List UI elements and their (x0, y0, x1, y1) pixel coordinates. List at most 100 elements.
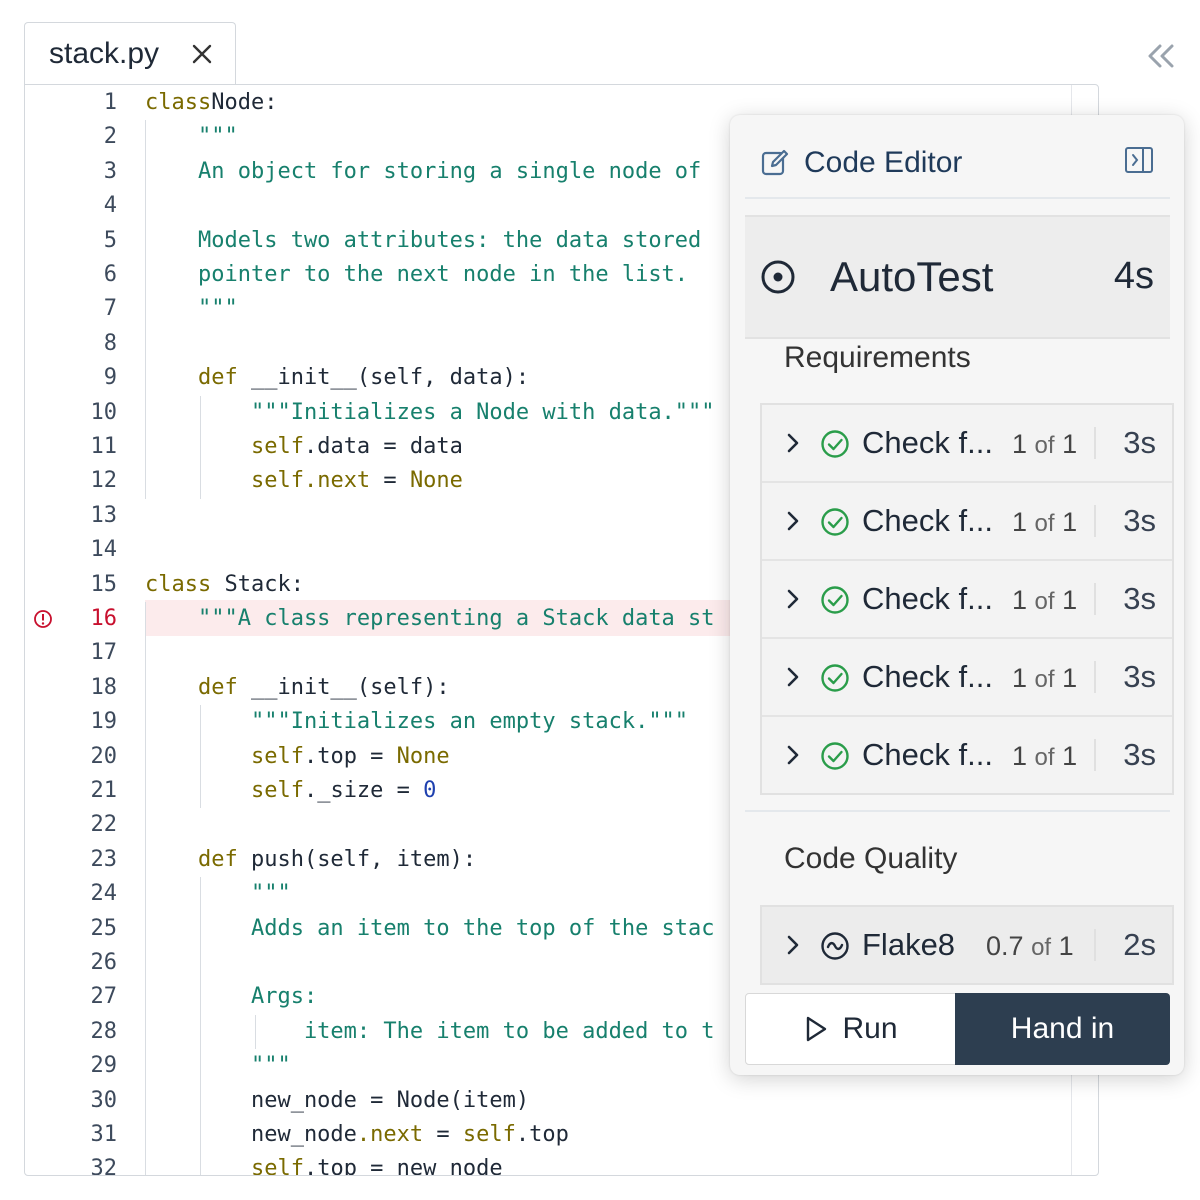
line-number: 10 (90, 399, 118, 425)
indent-guide (200, 877, 201, 1175)
score-value: 0.7 (986, 931, 1024, 961)
line-number: 22 (90, 812, 118, 838)
run-button[interactable]: Run (745, 993, 957, 1065)
requirement-score: 1 of 1 (1012, 429, 1077, 460)
line-number: 32 (90, 1156, 118, 1176)
check-circle-icon (821, 586, 849, 614)
code-line: """ (145, 881, 291, 907)
code-line: new_node = Node(item) (145, 1087, 530, 1113)
code-quality-row[interactable]: Flake8 0.7 of 1 2s (760, 905, 1174, 985)
chevron-right-icon (787, 935, 799, 955)
requirement-score: 1 of 1 (1012, 585, 1077, 616)
error-icon[interactable] (33, 609, 53, 629)
check-circle-icon (821, 508, 849, 536)
row-divider (1094, 739, 1096, 771)
code-line: """A class representing a Stack data st (145, 606, 715, 631)
code-line: self.data = data (145, 434, 463, 459)
code-editor-panel: Code Editor AutoTest 4s Requirements Che… (730, 115, 1184, 1075)
score-total: 1 (1062, 507, 1078, 537)
requirement-time: 3s (1123, 503, 1156, 538)
code-line: def __init__(self): (145, 674, 450, 700)
score-value: 1 (1012, 741, 1028, 771)
score-of: of (1031, 934, 1052, 961)
code-line: An object for storing a single node of (145, 158, 702, 184)
dock-panel-icon[interactable] (1124, 145, 1154, 175)
line-number: 11 (90, 434, 118, 459)
requirement-name: Check f... (862, 425, 993, 460)
indent-guide (145, 120, 146, 499)
row-divider (1094, 583, 1096, 615)
code-line: classNode: (145, 90, 278, 115)
line-number: 21 (90, 778, 118, 803)
line-number: 18 (90, 674, 118, 700)
line-number: 30 (90, 1087, 118, 1113)
play-icon (807, 1016, 827, 1042)
line-number: 27 (90, 984, 118, 1010)
check-circle-icon (821, 430, 849, 458)
row-divider (1094, 427, 1096, 459)
requirement-row[interactable]: Check f... 1 of 1 3s (762, 483, 1172, 561)
autotest-summary[interactable]: AutoTest 4s (745, 215, 1170, 339)
panel-header: Code Editor (760, 137, 962, 189)
requirement-name: Check f... (862, 737, 993, 772)
score-value: 1 (1012, 507, 1028, 537)
code-line: """ (145, 296, 238, 322)
line-number: 28 (90, 1018, 118, 1044)
chevron-right-icon (787, 589, 799, 609)
code-line: self.next = None (145, 468, 463, 494)
row-divider (1094, 929, 1096, 961)
row-divider (1094, 661, 1096, 693)
line-number: 6 (103, 262, 117, 287)
line-number: 20 (90, 743, 118, 769)
partial-score-icon (821, 932, 849, 960)
line-number: 3 (103, 158, 117, 184)
line-number: 9 (103, 365, 117, 391)
header-divider (745, 197, 1170, 199)
line-number: 26 (90, 950, 118, 975)
score-of: of (1034, 432, 1055, 459)
line-number: 25 (90, 915, 118, 941)
chevron-right-icon (787, 667, 799, 687)
code-line: self.top = new node (145, 1156, 503, 1176)
score-total: 1 (1062, 429, 1078, 459)
line-number: 4 (103, 193, 117, 219)
requirement-row[interactable]: Check f... 1 of 1 3s (762, 639, 1172, 717)
line-number: 7 (103, 296, 117, 322)
file-tab[interactable]: stack.py (24, 22, 236, 85)
line-number: 23 (90, 846, 118, 872)
close-icon[interactable] (185, 37, 219, 71)
line-number: 2 (103, 124, 117, 150)
code-line: Args: (145, 984, 318, 1010)
requirement-time: 3s (1123, 659, 1156, 694)
line-number: 19 (90, 709, 118, 735)
requirement-name: Check f... (862, 581, 993, 616)
requirement-score: 1 of 1 (1012, 507, 1077, 538)
autotest-time: 4s (1113, 255, 1154, 297)
line-number: 1 (103, 90, 117, 115)
code-line: Adds an item to the top of the stac (145, 915, 715, 941)
code-line: self.top = None (145, 743, 450, 769)
chevron-right-icon (787, 745, 799, 765)
requirement-name: Check f... (862, 659, 993, 694)
score-total: 1 (1058, 931, 1074, 961)
requirement-score: 1 of 1 (1012, 663, 1077, 694)
line-number: 12 (90, 468, 118, 494)
score-value: 1 (1012, 585, 1028, 615)
indent-guide (255, 1014, 256, 1050)
requirement-name: Check f... (862, 503, 993, 538)
score-of: of (1034, 744, 1055, 771)
double-chevron-left-icon[interactable] (1140, 38, 1180, 74)
line-number: 17 (90, 640, 118, 666)
score-total: 1 (1062, 663, 1078, 693)
indent-guide (200, 395, 201, 499)
line-number: 5 (103, 227, 117, 253)
autotest-label: AutoTest (830, 253, 994, 300)
check-circle-icon (821, 664, 849, 692)
hand-in-button[interactable]: Hand in (955, 993, 1170, 1065)
code-line: """ (145, 124, 238, 150)
target-icon (761, 260, 795, 294)
code-quality-heading: Code Quality (784, 842, 958, 875)
